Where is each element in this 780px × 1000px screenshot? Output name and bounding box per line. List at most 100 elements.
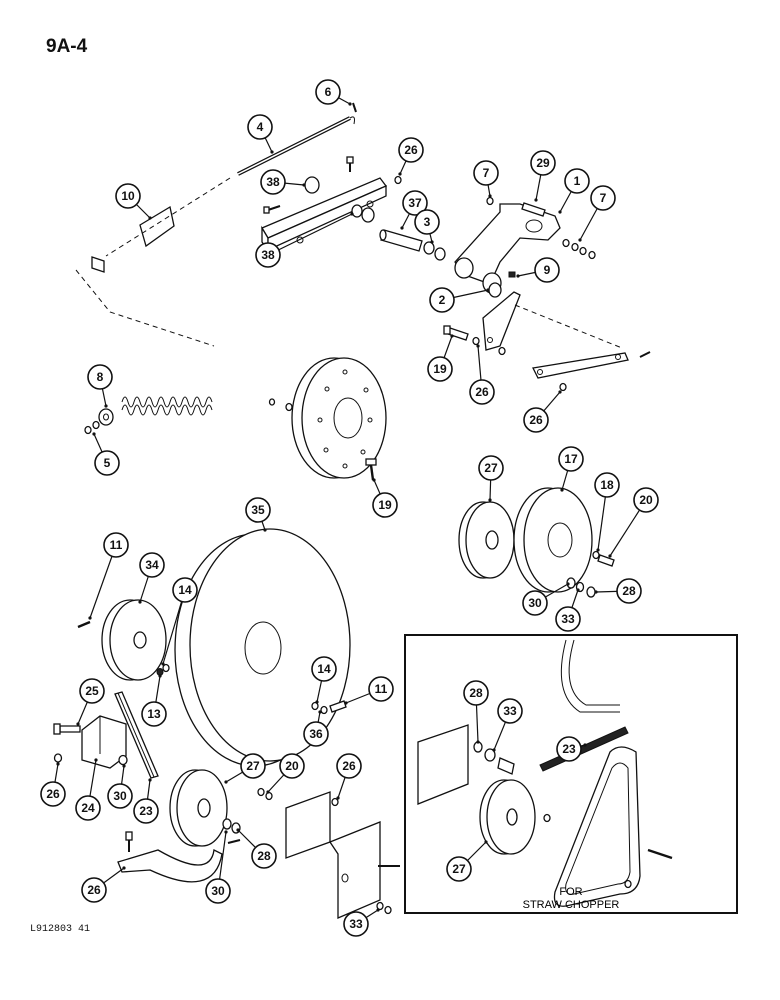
callout-circle xyxy=(497,698,523,724)
callout-circle xyxy=(79,678,105,704)
bolt-part-25 xyxy=(53,723,81,735)
callout-36: 36 xyxy=(303,721,329,747)
leader-arrow-26 xyxy=(398,172,402,176)
leader-arrow-30 xyxy=(566,582,570,586)
callout-30: 30 xyxy=(205,878,231,904)
callout-number: 7 xyxy=(600,191,607,205)
callout-circle xyxy=(87,364,113,390)
callout-circle xyxy=(530,150,556,176)
callout-circle xyxy=(240,753,266,779)
callout-3: 3 xyxy=(414,209,440,235)
hardware-part-20-lower xyxy=(257,787,273,801)
nut-part-26-left xyxy=(53,753,63,763)
callout-19: 19 xyxy=(427,356,453,382)
callout-24: 24 xyxy=(75,795,101,821)
washer-part-18 xyxy=(592,550,600,560)
callout-4: 4 xyxy=(247,114,273,140)
inset-belt-part-23 xyxy=(539,726,629,772)
alignment-lines xyxy=(75,177,623,349)
callout-23: 23 xyxy=(133,798,159,824)
leader-arrow-33 xyxy=(576,588,580,592)
callout-2: 2 xyxy=(429,287,455,313)
leader-arrow-7 xyxy=(578,238,582,242)
callout-circle xyxy=(414,209,440,235)
callout-20: 20 xyxy=(633,487,659,513)
callout-circle xyxy=(247,114,273,140)
callout-number: 34 xyxy=(145,558,159,572)
callout-number: 26 xyxy=(342,759,356,773)
leader-arrow-27 xyxy=(484,840,488,844)
pulley-upper-center xyxy=(268,357,387,479)
leader-arrow-20 xyxy=(608,554,612,558)
callout-27: 27 xyxy=(240,753,266,779)
callout-number: 30 xyxy=(211,884,225,898)
callout-circle xyxy=(255,242,281,268)
pulley-part-27-right xyxy=(458,501,515,579)
leader-arrow-38 xyxy=(350,212,354,216)
callout-number: 38 xyxy=(266,175,280,189)
callout-26: 26 xyxy=(469,379,495,405)
callout-number: 38 xyxy=(261,248,275,262)
callout-circle xyxy=(75,795,101,821)
leader-arrow-28 xyxy=(236,828,240,832)
callout-circle xyxy=(372,492,398,518)
callout-number: 4 xyxy=(257,120,264,134)
leader-arrow-5 xyxy=(92,432,96,436)
callout-33: 33 xyxy=(497,698,523,724)
callout-number: 1 xyxy=(574,174,581,188)
callout-35: 35 xyxy=(245,497,271,523)
callout-circle xyxy=(343,911,369,937)
leader-arrow-34 xyxy=(138,600,142,604)
callout-23: 23 xyxy=(556,736,582,762)
leader-arrow-38 xyxy=(302,183,306,187)
leader-arrow-26 xyxy=(336,796,340,800)
callout-number: 23 xyxy=(139,804,153,818)
callout-20: 20 xyxy=(279,753,305,779)
pin-part-6 xyxy=(352,102,357,113)
callout-number: 29 xyxy=(536,156,550,170)
callout-27: 27 xyxy=(446,856,472,882)
callout-14: 14 xyxy=(172,577,198,603)
callout-18: 18 xyxy=(594,472,620,498)
callout-26: 26 xyxy=(336,753,362,779)
leader-arrow-14 xyxy=(315,700,319,704)
callout-33: 33 xyxy=(555,606,581,632)
leader-arrow-3 xyxy=(430,240,434,244)
callout-37: 37 xyxy=(402,190,428,216)
callout-number: 26 xyxy=(87,883,101,897)
bolt-part-19-top xyxy=(443,325,469,341)
bushing-part-2 xyxy=(488,282,502,298)
leader-arrow-18 xyxy=(596,548,600,552)
callout-circle xyxy=(402,190,428,216)
callout-26: 26 xyxy=(40,781,66,807)
leader-arrow-11 xyxy=(88,616,92,620)
hardware-part-14-36-11 xyxy=(311,700,347,715)
callout-number: 14 xyxy=(317,662,331,676)
rod-part-4 xyxy=(237,116,355,176)
callout-13: 13 xyxy=(141,701,167,727)
leader-arrow-23 xyxy=(583,743,587,747)
leader-arrow-10 xyxy=(148,216,152,220)
inset-shield xyxy=(553,746,673,907)
callout-circle xyxy=(616,578,642,604)
channel-bar xyxy=(261,177,388,252)
washers-part-3 xyxy=(423,241,446,261)
leader-arrow-36 xyxy=(318,710,322,714)
washer-part-7-left xyxy=(486,196,494,206)
callout-number: 36 xyxy=(309,727,323,741)
callout-number: 20 xyxy=(285,759,299,773)
callout-number: 19 xyxy=(433,362,447,376)
callout-number: 27 xyxy=(246,759,260,773)
leader-arrow-23 xyxy=(148,778,152,782)
inset-caption-line-2: STRAW CHOPPER xyxy=(523,899,620,911)
callout-circle xyxy=(81,877,107,903)
link-arm xyxy=(482,291,521,351)
strap-bottom-left xyxy=(117,831,223,883)
callout-circle xyxy=(205,878,231,904)
leader-arrow-19 xyxy=(372,478,376,482)
callout-number: 14 xyxy=(178,583,192,597)
callout-number: 24 xyxy=(81,801,95,815)
callout-circle xyxy=(139,552,165,578)
bushing-part-38-bottom xyxy=(351,204,375,223)
callout-number: 13 xyxy=(147,707,161,721)
